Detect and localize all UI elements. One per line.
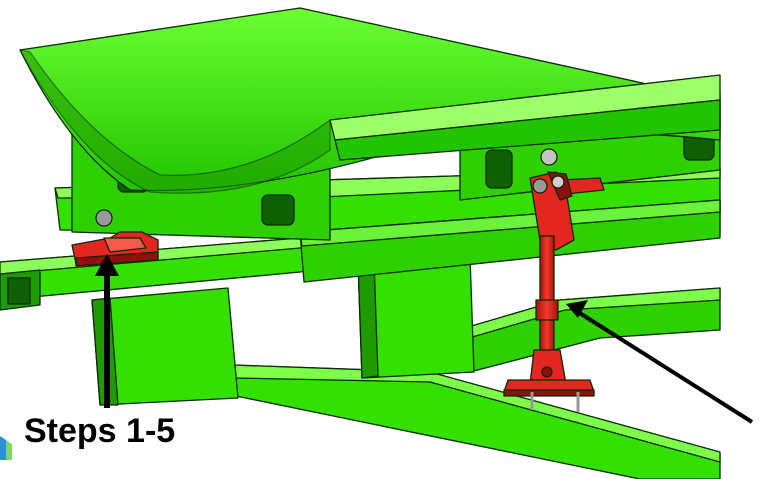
left-arrow-icon (95, 254, 119, 408)
left-mounting-bracket (71, 231, 159, 267)
base-frame (91, 255, 721, 479)
bolt-icon (551, 175, 565, 189)
bolt-icon (540, 148, 558, 166)
bolt-icon (532, 178, 548, 194)
right-arrow-icon (566, 300, 754, 424)
bolt-icon (95, 209, 113, 227)
corner-mark (0, 436, 12, 460)
steps-callout-label: Steps 1-5 (24, 412, 176, 450)
bolts (95, 148, 565, 227)
callout-arrows (95, 254, 754, 424)
trough-pan (19, 7, 721, 194)
